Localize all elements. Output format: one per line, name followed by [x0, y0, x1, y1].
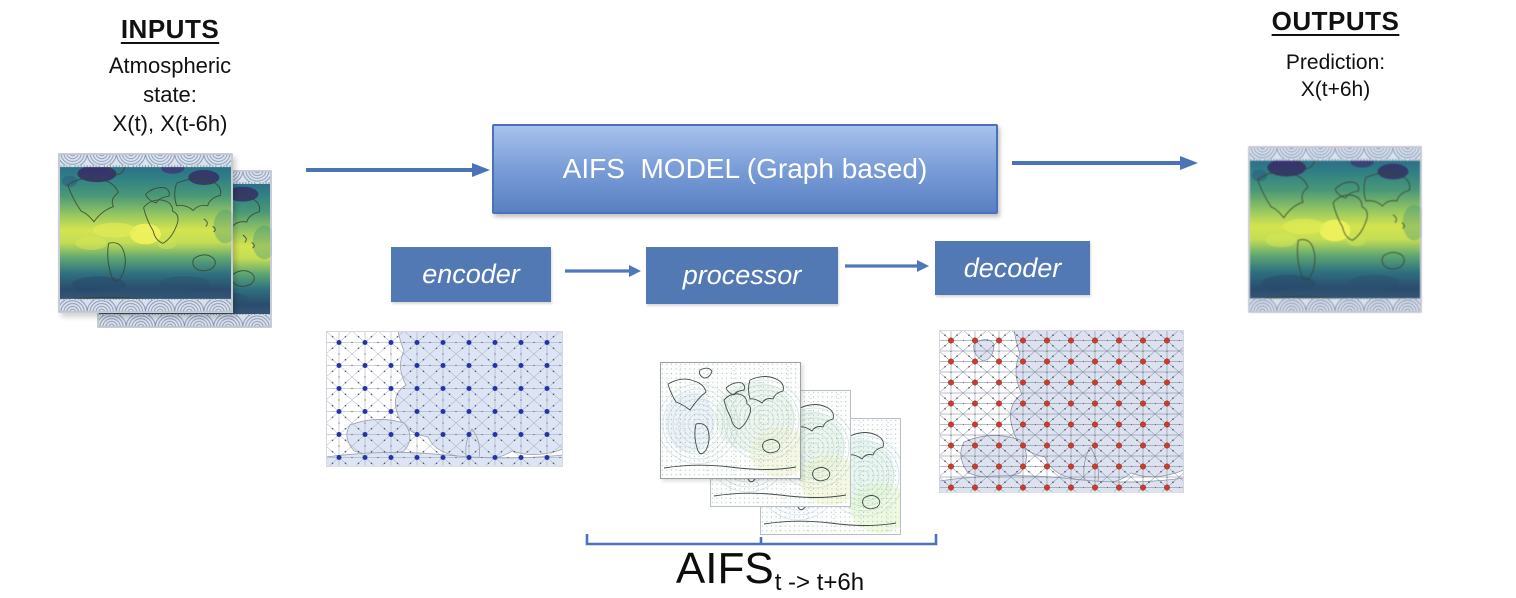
grouping-bracket	[585, 534, 938, 546]
outputs-section: OUTPUTS Prediction: X(t+6h)	[1238, 6, 1433, 103]
encoder-box: encoder	[391, 247, 551, 302]
output-prediction-map	[1248, 146, 1422, 313]
inputs-title: INPUTS	[120, 14, 220, 44]
processor-graph-card-1	[660, 362, 801, 479]
inputs-subtitle-line2: state:	[143, 82, 197, 107]
aifs-footer-label: AIFSt -> t+6h	[600, 544, 940, 596]
decoder-graph-image	[939, 330, 1184, 493]
encoder-to-processor-arrow-icon	[565, 265, 641, 277]
processor-graph-stack	[660, 362, 906, 538]
inputs-state-equation: X(t), X(t-6h)	[112, 111, 228, 136]
aifs-footer-subscript: t -> t+6h	[774, 569, 865, 596]
aifs-footer-base: AIFS	[675, 544, 774, 593]
aifs-model-box: AIFS MODEL (Graph based)	[492, 124, 998, 214]
outputs-subtitle-line1: Prediction:	[1285, 51, 1386, 74]
processor-label: processor	[682, 260, 802, 290]
decoder-label: decoder	[963, 252, 1062, 283]
encoder-graph-image	[326, 331, 563, 467]
outputs-prediction-equation: X(t+6h)	[1300, 78, 1371, 101]
encoder-label: encoder	[422, 259, 520, 289]
processor-box: processor	[646, 247, 838, 304]
aifs-model-label: AIFS MODEL (Graph based)	[562, 153, 928, 184]
model-to-output-arrow-icon	[1012, 156, 1198, 170]
input-to-model-arrow-icon	[306, 163, 490, 177]
decoder-box: decoder	[935, 241, 1090, 295]
processor-to-decoder-arrow-icon	[845, 260, 929, 272]
inputs-section: INPUTS Atmospheric state: X(t), X(t-6h)	[70, 14, 270, 138]
outputs-title: OUTPUTS	[1271, 6, 1400, 36]
input-state-map-front	[58, 153, 233, 313]
inputs-subtitle-line1: Atmospheric	[108, 53, 232, 78]
